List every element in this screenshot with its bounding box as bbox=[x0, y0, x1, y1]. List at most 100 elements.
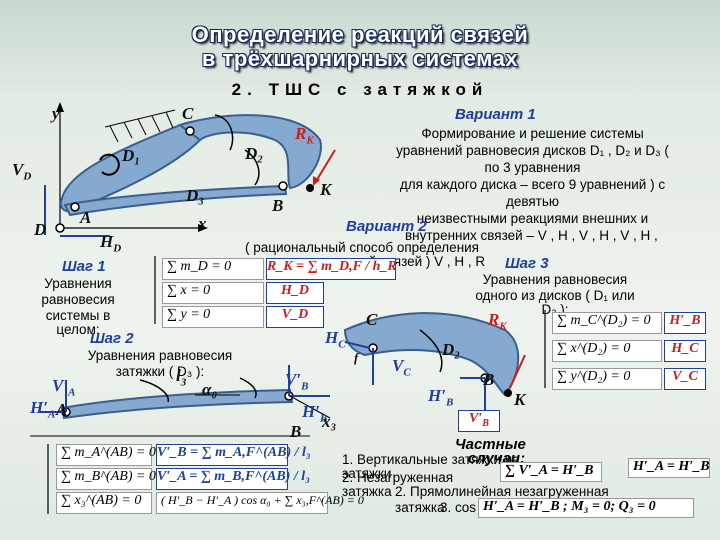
x3-axis bbox=[289, 395, 331, 419]
hinge-c bbox=[185, 126, 195, 136]
label-y: y bbox=[52, 104, 60, 123]
special-case2: 2. Прямолинейная незагруженная bbox=[395, 484, 609, 499]
disk-d3 bbox=[63, 184, 288, 217]
label-b: B bbox=[272, 196, 284, 215]
step3-title: Шаг 3 bbox=[505, 255, 549, 272]
label-ha: H′A bbox=[30, 398, 56, 421]
variant-line7: внутренних связей – V , H , V , H , V , … bbox=[405, 228, 658, 243]
special-eq2: H′_A = H′_B ; M₃ = 0; Q₃ = 0 bbox=[478, 498, 694, 518]
result-step1-3: V_D bbox=[266, 306, 324, 328]
step2-title: Шаг 2 bbox=[90, 330, 134, 347]
eq-step2-2: ∑ m_B^(AB) = 0 bbox=[56, 468, 156, 490]
hinge-a bbox=[70, 202, 80, 212]
title-line1: Определение реакций связей bbox=[191, 22, 529, 47]
load-line bbox=[104, 109, 176, 128]
label-rk2: RK bbox=[488, 310, 507, 333]
step2-text-2: затяжки ( D₃ ): bbox=[115, 364, 205, 379]
load-arrows bbox=[109, 111, 174, 143]
result-step3-2: H_C bbox=[664, 340, 706, 362]
variant-line4: для каждого диска – всего 9 уравнений ) … bbox=[399, 177, 666, 192]
label-x: x bbox=[198, 214, 207, 233]
label-c: C bbox=[182, 104, 194, 123]
disk-d3-isolated bbox=[60, 388, 294, 420]
eq-step2-1: ∑ m_A^(AB) = 0 bbox=[56, 444, 156, 466]
result-step1-2: H_D bbox=[266, 282, 324, 304]
variant-line11: одного из дисков ( D₁ или bbox=[475, 288, 635, 303]
variant-line5: девятью bbox=[505, 194, 560, 209]
variant-line3: по 3 уравнения bbox=[484, 160, 581, 175]
support-k bbox=[306, 184, 314, 192]
label-vc: VC bbox=[392, 356, 411, 379]
step1-text-2: равновесия bbox=[41, 292, 115, 307]
variant-line6: неизвестными реакциями внешних и bbox=[416, 211, 649, 226]
disk-d2 bbox=[177, 114, 322, 190]
force-arrow-tie bbox=[139, 379, 169, 403]
rk-arrow-isolated bbox=[509, 354, 526, 389]
result-step2-3: ( H′_B − H′_A ) cos α₀ + ∑ x₃,F^(AB) = 0 bbox=[156, 492, 364, 514]
variant-line8: ( рациональный способ определения bbox=[245, 240, 479, 255]
result-step2-1: V′_B = ∑ m_A,F^(AB) / l₃ bbox=[156, 444, 311, 466]
step1-title: Шаг 1 bbox=[62, 258, 106, 275]
label-d: D bbox=[34, 220, 47, 239]
support-d bbox=[55, 223, 65, 233]
special-case1-c: 2. Незагруженная bbox=[342, 470, 454, 485]
special-eq1: ∑ V′_A = H′_B bbox=[500, 462, 602, 482]
label-f: f bbox=[354, 350, 359, 365]
special-eq1b: H′_A = H′_B bbox=[628, 458, 710, 478]
label-b3: B bbox=[290, 422, 302, 441]
label-hb: H′B bbox=[302, 402, 328, 425]
result-step3-1: H′_B bbox=[664, 312, 706, 334]
label-b2: B bbox=[483, 370, 495, 389]
label-va: V′A bbox=[52, 376, 76, 399]
result-step2-2: V′_A = ∑ m_B,F^(AB) / l₃ bbox=[156, 468, 310, 490]
label-a: A bbox=[80, 208, 92, 227]
label-l3: l3 bbox=[176, 366, 187, 389]
eq-step3-2: ∑ x^(D₂) = 0 bbox=[552, 340, 662, 362]
special-case1-b: затяжки bbox=[342, 466, 392, 481]
variant-line1: Формирование и решение системы bbox=[421, 126, 644, 141]
label-c2: C bbox=[366, 310, 378, 329]
label-a2: A bbox=[56, 400, 68, 419]
special-case2-b: затяжка bbox=[395, 500, 445, 515]
rk-arrow bbox=[314, 149, 336, 184]
variant1-title: Вариант 1 bbox=[455, 106, 536, 123]
special-case1-a: 1. Вертикальные затяжки на bbox=[342, 452, 520, 467]
moment-arrow-d1 bbox=[99, 153, 120, 176]
label-d2b: D₂ bbox=[442, 340, 461, 359]
step1-text-4: целом: bbox=[56, 322, 100, 337]
special-case1-d: затяжка bbox=[342, 484, 392, 499]
y-axis-arrow bbox=[56, 102, 64, 112]
eq-step1-2: ∑ x = 0 bbox=[162, 282, 264, 304]
label-hc: HC bbox=[325, 328, 346, 351]
step1-text-1: Уравнения bbox=[44, 276, 112, 291]
variant-line2: уравнений равновесия дисков D₁ , D₂ и D₃… bbox=[396, 143, 669, 158]
result-step3-3: V_C bbox=[664, 368, 706, 390]
label-hb2: H′B bbox=[428, 386, 454, 409]
force-arrow-tie-2 bbox=[239, 377, 257, 399]
eq-step2-3: ∑ x₃^(AB) = 0 bbox=[56, 492, 152, 514]
label-d2: D₂ bbox=[245, 144, 264, 163]
title-line2: в трёхшарнирных системах bbox=[201, 46, 519, 71]
label-k2: K bbox=[514, 390, 526, 409]
label-x3: x₃ bbox=[322, 412, 337, 431]
result-vb-isolated: V′B bbox=[458, 410, 500, 432]
label-alpha0: α₀ bbox=[202, 380, 218, 399]
hc-arrow bbox=[344, 341, 371, 349]
support-k-isolated bbox=[504, 389, 512, 397]
label-rk: RK bbox=[295, 124, 314, 147]
step1-text-3: системы в bbox=[45, 308, 111, 323]
label-d3: D₃ bbox=[186, 186, 205, 205]
special-title: Частные bbox=[455, 436, 526, 453]
eq-step1-3: ∑ y = 0 bbox=[162, 306, 264, 328]
variant-line10: Уравнения равновесия bbox=[482, 272, 628, 287]
special-case2-c: 3. сos bbox=[440, 500, 477, 515]
label-vd: VD bbox=[12, 160, 32, 183]
label-hd: HD bbox=[100, 232, 122, 255]
variant2-title: Вариант 2 bbox=[346, 218, 427, 235]
force-arrow-isolated bbox=[419, 329, 443, 373]
force-arrow-d2b bbox=[244, 149, 260, 186]
step2-text-1: Уравнения равновесия bbox=[87, 348, 233, 363]
hinge-b bbox=[278, 181, 288, 191]
